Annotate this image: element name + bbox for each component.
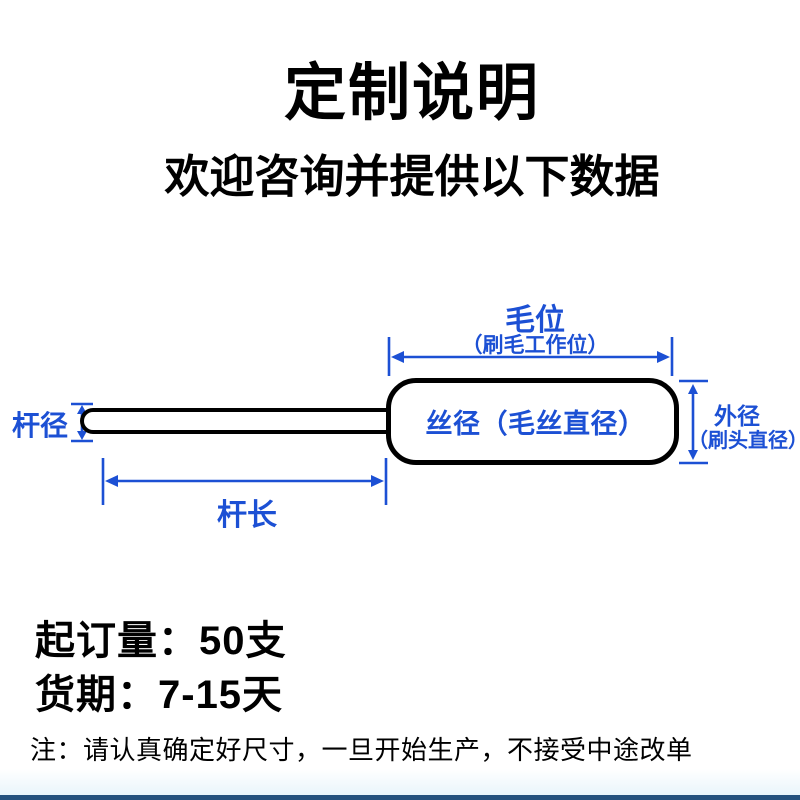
bristle-area-sublabel: （刷毛工作位）: [461, 334, 609, 357]
wire-diameter-label: 丝径（毛丝直径）: [425, 409, 646, 439]
page-subtitle: 欢迎咨询并提供以下数据: [164, 151, 660, 202]
production-note: 注：请认真确定好尺寸，一旦开始生产，不接受中途改单: [30, 735, 693, 765]
footer-accent-bar: [0, 795, 800, 800]
page-title: 定制说明: [283, 59, 540, 128]
outer-diameter-sublabel: （刷头直径）: [688, 430, 800, 452]
brush-rod-shape: [80, 408, 390, 434]
rod-length-label: 杆长: [217, 499, 277, 532]
minimum-order-quantity: 起订量：50支: [35, 619, 287, 663]
bristle-area-label: 毛位: [505, 304, 565, 337]
lead-time: 货期：7-15天: [35, 673, 284, 717]
rod-diameter-label: 杆径: [12, 410, 69, 441]
outer-diameter-label: 外径: [714, 403, 760, 429]
brush-head-shape: 丝径（毛丝直径）: [386, 378, 679, 465]
footer-gradient: [0, 769, 800, 795]
